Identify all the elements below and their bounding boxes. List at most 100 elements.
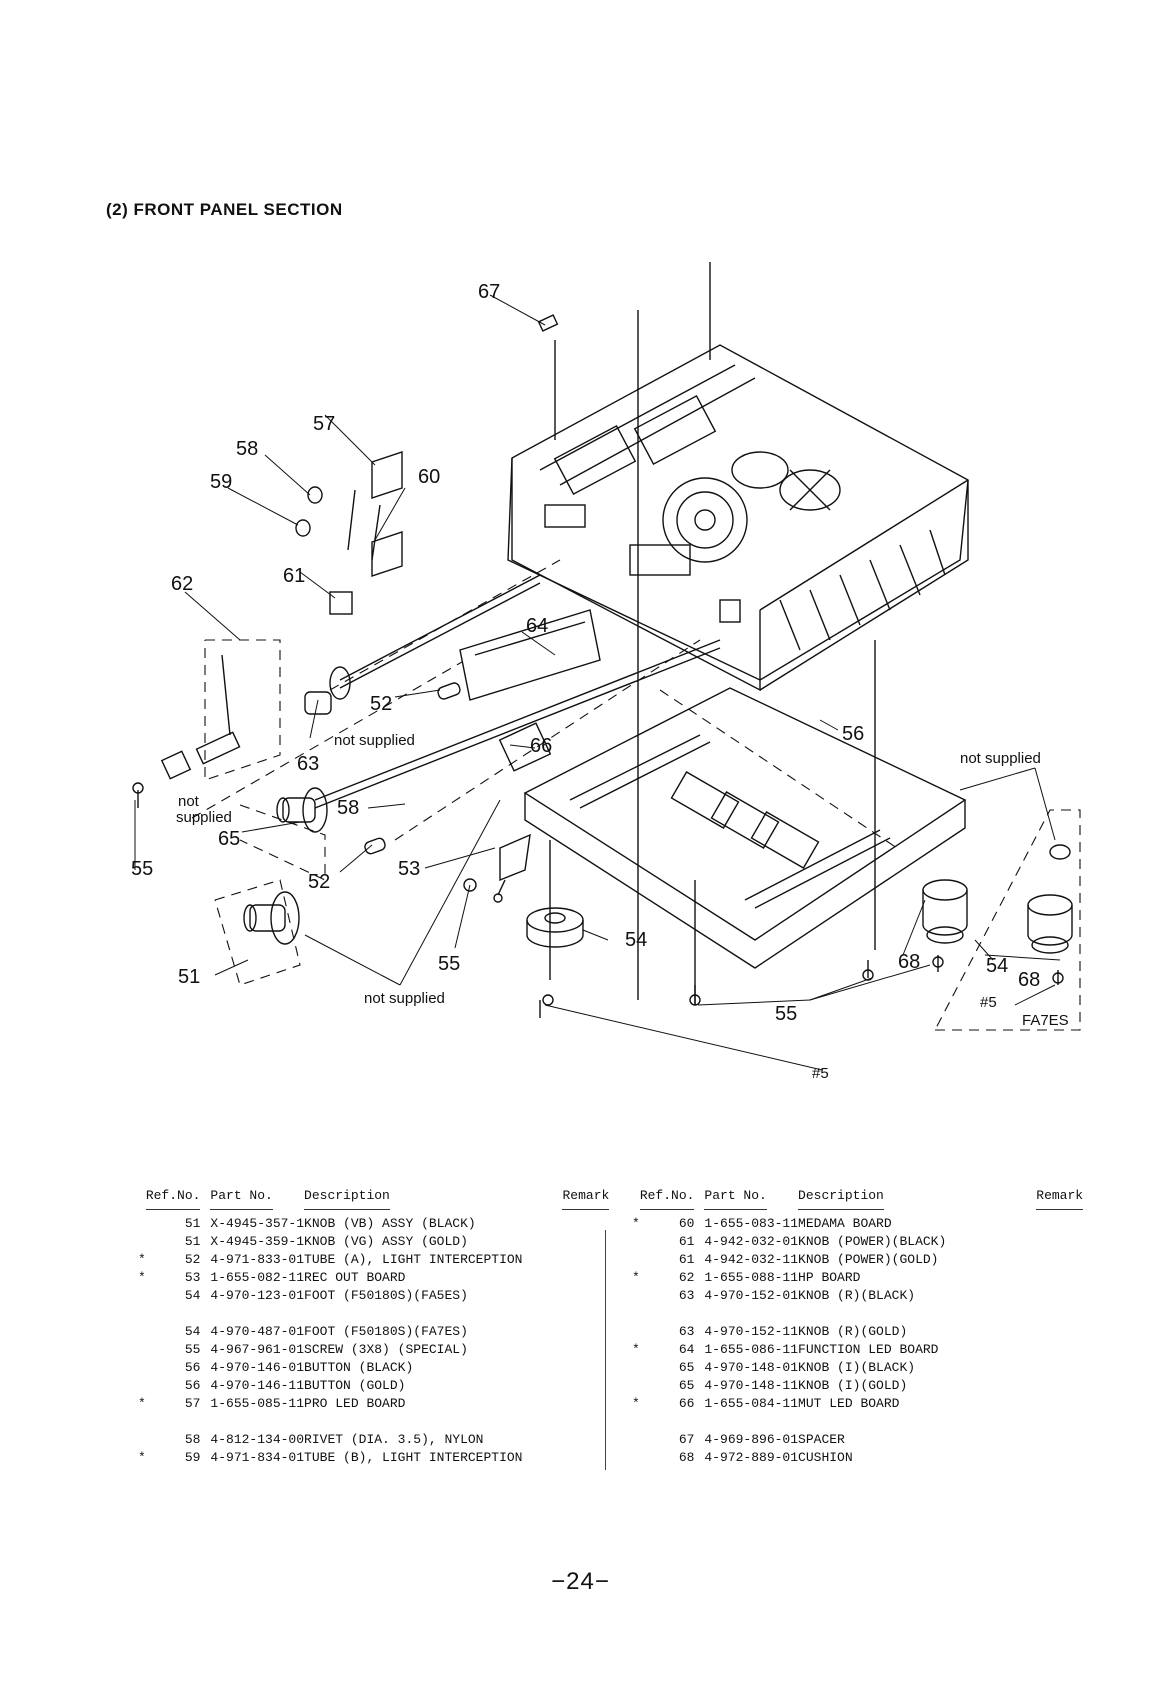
ref-no: 59: [184, 1449, 201, 1465]
description: KNOB (VG) ASSY (GOLD): [304, 1233, 468, 1249]
ref-no: 66: [678, 1395, 695, 1411]
description: KNOB (POWER)(GOLD): [798, 1251, 939, 1267]
callout-52: 52: [370, 693, 392, 715]
description: KNOB (POWER)(BLACK): [798, 1233, 947, 1249]
row-spacer: [632, 1412, 1083, 1430]
callout-68: 68: [1018, 969, 1040, 991]
callout-58: 58: [236, 438, 258, 460]
supply-mark: [632, 1250, 640, 1268]
supply-mark: *: [138, 1269, 146, 1285]
row-spacer: [138, 1304, 609, 1322]
callout-52: 52: [308, 871, 330, 893]
callout-58: 58: [337, 797, 359, 819]
note-hash5: #5: [980, 994, 997, 1011]
callout-64: 64: [526, 615, 548, 637]
ref-no: 62: [678, 1269, 695, 1285]
ref-no: 56: [184, 1359, 201, 1375]
supply-mark: [632, 1322, 640, 1340]
supply-mark: [632, 1232, 640, 1250]
supply-mark: *: [632, 1269, 640, 1285]
ref-no: 65: [678, 1359, 695, 1375]
description: BUTTON (BLACK): [304, 1359, 414, 1375]
description: KNOB (VB) ASSY (BLACK): [304, 1215, 476, 1231]
screw-illustrations: [132, 782, 1064, 1018]
supply-mark: [138, 1232, 146, 1250]
callout-57: 57: [313, 413, 335, 435]
note-not-supplied: not supplied: [364, 990, 445, 1007]
callout-55: 55: [438, 953, 460, 975]
description: SPACER: [798, 1431, 845, 1447]
part-no: 1-655-086-11: [704, 1341, 799, 1357]
part-no: 1-655-085-11: [210, 1395, 305, 1411]
description: MEDAMA BOARD: [798, 1215, 892, 1231]
header-part-no: Part No.: [210, 1188, 273, 1210]
note-not-supplied: supplied: [176, 809, 232, 826]
knob-61-illustration: [329, 591, 353, 615]
part-no: 1-655-084-11: [704, 1395, 799, 1411]
supply-mark: [632, 1430, 640, 1448]
part-no: 4-972-889-01: [704, 1449, 799, 1465]
section-title: (2) FRONT PANEL SECTION: [106, 200, 343, 219]
description: PRO LED BOARD: [304, 1395, 406, 1411]
description: CUSHION: [798, 1449, 853, 1465]
ref-no: 61: [678, 1233, 695, 1249]
description: REC OUT BOARD: [304, 1269, 406, 1285]
header-description: Description: [304, 1188, 390, 1210]
note-not-supplied: not supplied: [334, 732, 415, 749]
row-spacer: [632, 1304, 1083, 1322]
spacer-67-illustration: [537, 314, 559, 332]
supply-mark: *: [632, 1395, 640, 1411]
part-no: X-4945-357-1: [210, 1215, 305, 1231]
supply-mark: [632, 1358, 640, 1376]
description: FUNCTION LED BOARD: [798, 1341, 939, 1357]
callout-56: 56: [842, 723, 864, 745]
note-fa7es: FA7ES: [1022, 1012, 1069, 1029]
supply-mark: [138, 1286, 146, 1304]
knob-65-illustration: [276, 787, 328, 833]
description: TUBE (A), LIGHT INTERCEPTION: [304, 1251, 523, 1267]
callout-60: 60: [418, 466, 440, 488]
ref-no: 68: [678, 1449, 695, 1465]
supply-mark: *: [632, 1341, 640, 1357]
description: KNOB (R)(BLACK): [798, 1287, 916, 1303]
callout-54: 54: [625, 929, 647, 951]
ref-no: 54: [184, 1287, 201, 1303]
row-spacer: [138, 1412, 609, 1430]
part-no: 4-971-833-01: [210, 1251, 305, 1267]
page-number: −24−: [551, 1568, 610, 1595]
foot-68-illustration: [922, 879, 968, 944]
header-ref-no: Ref.No.: [145, 1188, 201, 1210]
supply-mark: [138, 1358, 146, 1376]
ref-no: 63: [678, 1323, 695, 1339]
part-no: 4-971-834-01: [210, 1449, 305, 1465]
part-no: 4-812-134-00: [210, 1431, 305, 1447]
supply-mark: [138, 1430, 146, 1448]
column-divider: [605, 1230, 606, 1470]
header-description: Description: [798, 1188, 884, 1210]
callout-65: 65: [218, 828, 240, 850]
ref-no: 63: [678, 1287, 695, 1303]
supply-mark: [632, 1448, 640, 1466]
description: HP BOARD: [798, 1269, 861, 1285]
ref-no: 60: [678, 1215, 695, 1231]
header-part-no: Part No.: [704, 1188, 767, 1210]
ref-no: 51: [184, 1233, 201, 1249]
part-no: 1-655-083-11: [704, 1215, 799, 1231]
callout-67: 67: [478, 281, 500, 303]
part-no: 4-970-148-01: [704, 1359, 799, 1375]
